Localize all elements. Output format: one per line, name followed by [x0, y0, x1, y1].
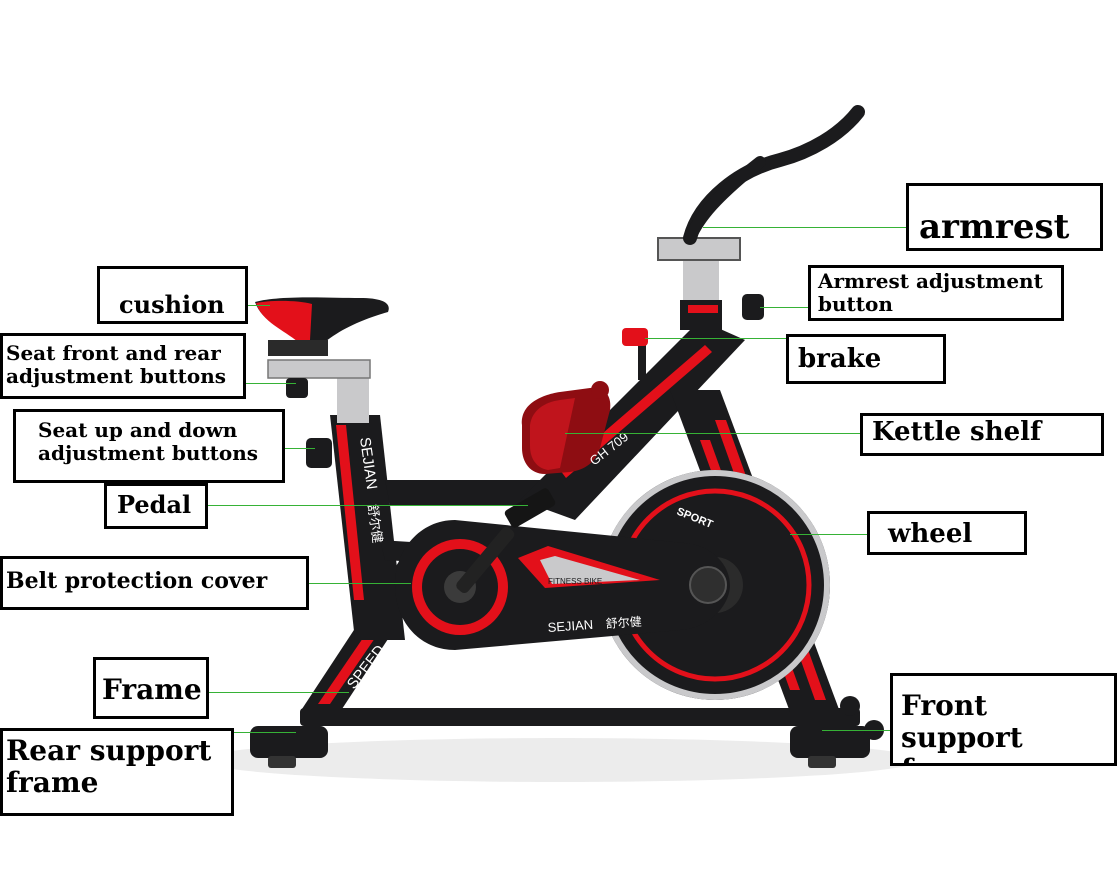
- brand-marking-belt-cover: SEJIAN: [547, 617, 593, 635]
- leader-rear-support: [196, 732, 296, 733]
- rear-support-pad: [268, 756, 296, 768]
- rear-support-foot: [250, 726, 328, 758]
- brand-cn-marking-seat-tube: 舒尔健: [365, 503, 385, 544]
- armrest-adjustment-knob: [742, 294, 764, 320]
- base-bar: [300, 708, 860, 726]
- leader-brake: [645, 338, 790, 339]
- seat-front-rear-knob: [286, 378, 308, 398]
- label-cushion: cushion: [97, 266, 248, 324]
- label-belt-protection-cover: Belt protection cover: [0, 556, 309, 610]
- front-support-pad: [808, 756, 836, 768]
- brake-rod: [638, 340, 646, 380]
- floor-shadow: [200, 738, 920, 782]
- label-frame: Frame: [93, 657, 209, 719]
- seat-post-silver: [337, 375, 369, 423]
- label-rear-support-frame: Rear support frame: [0, 728, 234, 816]
- label-pedal: Pedal: [104, 483, 208, 529]
- label-armrest-adjustment-button: Armrest adjustment button: [808, 265, 1064, 321]
- label-seat-front-rear-buttons: Seat front and rear adjustment buttons: [0, 333, 246, 399]
- belt-cover-silver-accent: [540, 556, 640, 584]
- leader-seat-front-rear: [246, 383, 296, 384]
- leader-kettle-shelf: [565, 433, 861, 434]
- label-wheel: wheel: [867, 511, 1027, 555]
- label-front-support-frame: Front support frame: [890, 673, 1117, 766]
- pedal: [504, 488, 556, 528]
- seat-tube-red-stripe: [336, 425, 364, 600]
- label-armrest: armrest: [906, 183, 1103, 251]
- handlebar-lower: [684, 156, 766, 244]
- leader-armrest-adjustment: [760, 307, 810, 308]
- seat-rail: [268, 340, 328, 356]
- handlebar-stem-black: [680, 300, 722, 330]
- leader-armrest: [703, 227, 908, 228]
- water-bottle-cap: [591, 381, 609, 399]
- seat-slider-silver: [267, 359, 371, 379]
- handlebar-stem-red: [688, 305, 718, 313]
- brake-knob: [622, 328, 648, 346]
- label-seat-up-down-buttons: Seat up and down adjustment buttons: [13, 409, 285, 483]
- handlebar: [683, 105, 865, 245]
- handlebar-stem-silver: [683, 258, 719, 308]
- leader-pedal: [208, 505, 528, 506]
- leader-cushion: [248, 305, 270, 306]
- top-tube: [385, 480, 545, 505]
- leader-seat-up-down: [285, 448, 315, 449]
- leader-belt-cover: [309, 583, 411, 584]
- handlebar-clamp: [657, 237, 741, 261]
- leader-wheel: [790, 534, 870, 535]
- leader-frame: [209, 692, 349, 693]
- label-kettle-shelf: Kettle shelf: [860, 413, 1104, 456]
- seat-up-down-knob: [306, 438, 332, 468]
- water-bottle-highlight: [530, 398, 575, 470]
- transport-wheel-1: [840, 696, 860, 716]
- rear-pulley: [689, 566, 727, 604]
- crank-arm: [456, 526, 515, 594]
- brand-cn-marking-belt-cover: 舒尔健: [605, 614, 642, 631]
- leader-front-support: [822, 730, 892, 731]
- label-brake: brake: [786, 334, 946, 384]
- seat-cushion-red: [256, 300, 312, 342]
- front-support-foot: [790, 726, 870, 758]
- fitness-bike-marking: FITNESS BIKE: [548, 577, 602, 586]
